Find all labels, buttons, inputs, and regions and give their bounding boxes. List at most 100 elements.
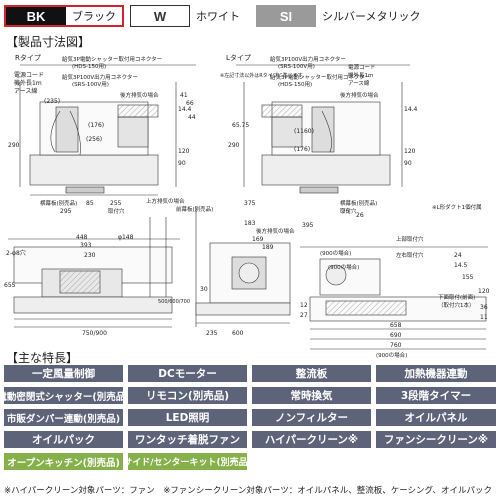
dim-290-l: 290 [228,142,240,149]
dim-65-75: 65.75 [232,122,249,129]
dimension-section-title: 【製品寸法図】 [6,35,91,49]
dim-27: 27 [300,312,308,319]
dim-24: 24 [454,252,462,259]
dim-14-5: 14.5 [454,262,468,269]
feature-fancy-clean: ファンシークリーン※ [376,431,496,448]
top-exhaust: 上方排気の場合 [146,197,185,205]
r-hds-model: (HDS-150用) [72,63,106,70]
footnote: ※ハイパークリーン対象パーツ：ファン ※ファンシークリーン対象パーツ：オイルパネ… [4,486,492,496]
color-swatch-bar: BK ブラック W ホワイト SI シルバーメタリック [0,0,500,30]
dim-760: 760 [390,342,402,349]
dim-189: 189 [262,244,274,251]
dim-90-r: 90 [178,160,186,167]
side-mount: 左右取付穴 [396,251,424,259]
l-connector-srs: 給気3P100V出力用コネクター [270,55,346,63]
feature-shutter: 電動密閉式シャッター(別売品) [0,387,130,404]
dim-66: 66 [186,100,194,107]
feature-timer: 3段階タイマー [376,387,496,404]
dim-393: 393 [80,242,92,249]
feature-non-filter: ノンフィルター [252,409,371,426]
dim-120-r: 120 [178,148,190,155]
dim-375: 375 [244,200,256,207]
dim-90-l: 90 [404,160,412,167]
dim-12: 12 [300,302,308,309]
color-option-w[interactable]: W ホワイト [130,5,250,27]
l-mount-hole: 取付穴 [340,207,357,215]
l-power-cord: 電源コード [348,63,376,71]
dim-750-900: 750/900 [82,330,107,337]
r-mount-hole: 取付穴 [108,207,125,215]
l-side-plate: 横幕板(別売品) [340,199,377,207]
dim-255: 255 [110,200,122,207]
dim-235b: 235 [206,330,218,337]
dim-256: (256) [86,136,102,143]
dim-600: 600 [232,330,244,337]
dim-900-case-2: (900の場合) [328,263,359,271]
color-name-bk: ブラック [72,10,116,23]
dim-448: 448 [76,234,88,241]
l-rear-exhaust: 後方排気の場合 [340,91,379,99]
mount-detail-view: ※L形ダクト1個付属 上部取付穴 左右取付穴 下面取付(前面) （取付穴1本） … [300,203,490,359]
dim-290-r: 290 [8,142,20,149]
feature-hyper-clean: ハイパークリーン※ [252,431,371,448]
dim-176: (176) [88,122,104,129]
dim-36: 36 [480,304,488,311]
feature-dc-motor: DCモーター [128,365,247,382]
dim-120-l: 120 [404,148,416,155]
l-hds-model: (HDS-150用) [278,81,312,88]
dim-655: 655 [4,282,16,289]
dim-75: 75 [342,208,350,215]
r-power-cord: 電源コード [14,71,44,79]
dim-690: 690 [390,332,402,339]
feature-led: LED照明 [128,409,247,426]
feature-one-touch-fan: ワンタッチ着脱ファン [128,431,247,448]
dim-26: 26 [356,212,364,219]
feature-rectifier-plate: 整流板 [252,365,371,382]
r-type-view: Rタイプ 電源コード 機外長1m アース線 給気3P電動シャッター取付用コネクタ… [8,53,196,215]
front-view: 295 85 255 448 393 230 2-φ8穴 φ148 655 50… [4,197,190,337]
l-cord-length: 機外長1m [348,71,373,79]
dim-183: 183 [244,220,256,227]
r-connector-srs: 給気3P100V出力用コネクター [62,73,138,81]
dimension-drawing: Rタイプ 電源コード 機外長1m アース線 給気3P電動シャッター取付用コネクタ… [4,53,490,359]
dim-44: 44 [188,114,196,121]
lower-front-mount: 下面取付(前面) [438,293,475,301]
dim-2-8: 2-φ8穴 [6,249,26,257]
color-option-bk[interactable]: BK ブラック [4,5,124,27]
feature-oil-panel: オイルパネル [376,409,496,426]
dim-658: 658 [390,322,402,329]
dim-14-4: 14.4 [178,106,192,113]
color-option-si[interactable]: SI シルバーメタリック [256,5,496,27]
color-code-si: SI [256,5,316,27]
dim-11: 11 [480,314,488,321]
feature-remote: リモコン(別売品) [128,387,247,404]
side-rear-exhaust: 後方排気の場合 [256,227,295,235]
color-name-w: ホワイト [196,10,240,23]
lower-front-hole: （取付穴1本） [438,301,475,309]
dim-230: 230 [84,252,96,259]
dim-85: 85 [86,200,94,207]
l-earth-wire: アース線 [348,79,370,87]
feature-side-center-kit: サイド/センターキット(別売品) [123,453,252,470]
r-srs-model: (SRS-100V用) [72,81,109,88]
feature-heater-link: 加熱機器連動 [376,365,496,382]
dim-235: (235) [44,98,60,105]
dim-169: 169 [252,236,264,243]
dim-500: 500/600/700 [158,299,190,305]
l-type-view: Lタイプ ※左記寸法以外はRタイプに準じます。 給気3P100V出力用コネクター… [220,53,418,215]
dim-1176: (176) [294,146,310,153]
dim-900-case-3: (900の場合) [376,351,407,359]
l-duct-note: ※L形ダクト1個付属 [432,203,482,211]
r-type-label: Rタイプ [15,53,41,62]
dim-1160: (1160) [294,128,314,135]
feature-constant-airflow: 一定風量制御 [4,365,123,382]
color-code-bk: BK [6,7,66,25]
upper-mount: 上部取付穴 [396,235,424,243]
dim-295: 295 [60,208,72,215]
dim-41: 41 [180,92,188,99]
color-name-si: シルバーメタリック [322,10,421,23]
l-type-label: Lタイプ [226,53,251,62]
dim-14-4-l: 14.4 [404,106,418,113]
r-cord-length: 機外長1m [14,79,42,87]
feature-constant-vent: 常時換気 [252,387,371,404]
